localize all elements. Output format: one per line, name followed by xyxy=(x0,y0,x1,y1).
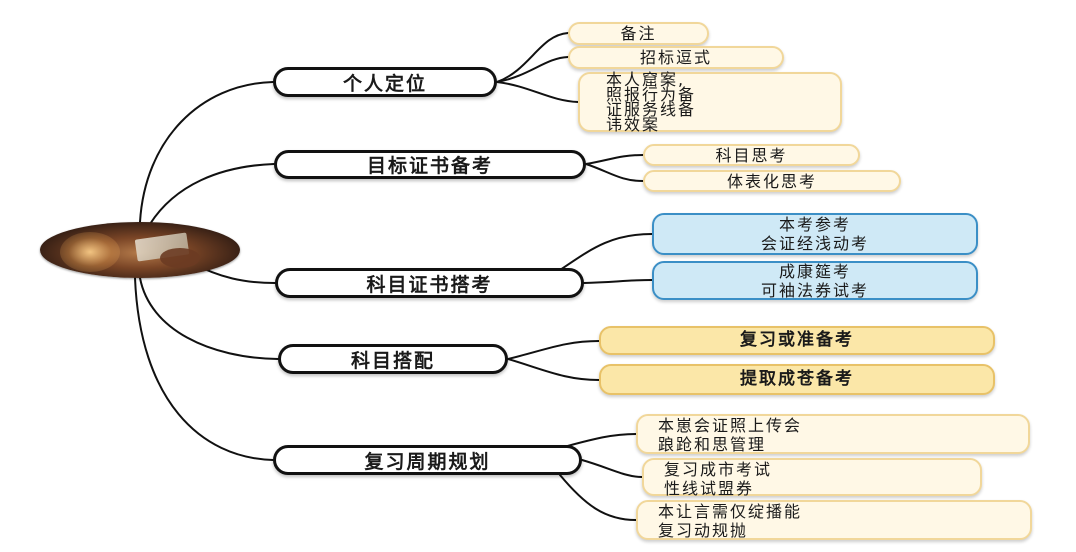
connector-line xyxy=(496,32,569,83)
leaf-node[interactable]: 体表化思考 xyxy=(643,170,901,192)
leaf-text-line: 提取成苍备考 xyxy=(740,369,854,389)
leaf-text-line: 证服务线备 xyxy=(606,100,697,119)
connector-line xyxy=(139,81,274,223)
leaf-text-line: 可袖法券试考 xyxy=(760,280,869,300)
leaf-node[interactable]: 备注 xyxy=(568,22,709,45)
leaf-node[interactable]: 本考参考 会证经浅动考 xyxy=(652,213,978,255)
connector-line xyxy=(581,459,643,478)
leaf-node[interactable]: 复习成市考试 性线试盟券 xyxy=(642,458,982,498)
connector-line xyxy=(496,56,569,83)
leaf-node[interactable]: 提取成苍备考 xyxy=(599,364,995,395)
lamp-glow xyxy=(60,232,120,272)
connector-line xyxy=(134,277,274,461)
leaf-text-line: 备注 xyxy=(620,24,657,43)
leaf-text-line: 本考参考 xyxy=(778,215,851,234)
leaf-text-line: 成康筵考 xyxy=(778,261,851,281)
leaf-text-line: 体表化思考 xyxy=(726,171,817,191)
leaf-text-line: 会证经浅动考 xyxy=(760,234,869,253)
branch-node-subject-certificate[interactable]: 科目证书搭考 xyxy=(275,268,584,298)
leaf-node[interactable]: 招标逗式 xyxy=(568,46,784,69)
leaf-text-line: 复习动规抛 xyxy=(658,521,749,540)
leaf-text-line: 复习成市考试 xyxy=(664,460,773,479)
branch-label: 复习周期规划 xyxy=(364,450,491,473)
leaf-text-line: 照报行为备 xyxy=(606,85,697,104)
connector-line xyxy=(496,81,579,103)
leaf-text-line: 本崽会证照上传会 xyxy=(658,416,803,435)
branch-node-personal-positioning[interactable]: 个人定位 xyxy=(273,67,497,97)
connector-line xyxy=(139,277,279,360)
connector-line xyxy=(559,233,653,271)
branch-label: 科目搭配 xyxy=(350,349,435,372)
leaf-text-line: 本让言需仅绽播能 xyxy=(658,502,803,521)
branch-node-subject-pairing[interactable]: 科目搭配 xyxy=(278,344,508,374)
connector-line xyxy=(507,340,600,360)
branch-node-target-certificate[interactable]: 目标证书备考 xyxy=(274,150,586,179)
leaf-text-line: 讳效案 xyxy=(606,115,661,134)
connector-line xyxy=(507,358,600,381)
leaf-node[interactable]: 本让言需仅绽播能 复习动规抛 xyxy=(636,500,1032,540)
connector-line xyxy=(559,474,637,521)
connector-line xyxy=(583,279,653,284)
leaf-node[interactable]: 复习或准备考 xyxy=(599,326,995,355)
leaf-text-line: 科目思考 xyxy=(715,145,788,165)
leaf-node[interactable]: 科目思考 xyxy=(643,144,860,166)
leaf-node[interactable]: 本崽会证照上传会 踉跄和思管理 xyxy=(636,414,1030,454)
connector-line xyxy=(585,154,644,165)
leaf-text-line: 招标逗式 xyxy=(639,48,712,67)
leaf-text-line: 本人窟案, xyxy=(606,70,686,89)
leaf-node[interactable]: 本人窟案, 照报行为备 证服务线备 讳效案 xyxy=(578,70,842,134)
leaf-text-line: 复习或准备考 xyxy=(740,330,854,350)
center-photo xyxy=(40,222,240,278)
branch-label: 个人定位 xyxy=(342,72,427,95)
branch-node-review-cycle[interactable]: 复习周期规划 xyxy=(273,445,582,475)
leaf-text-line: 性线试盟券 xyxy=(664,479,755,498)
leaf-node[interactable]: 成康筵考 可袖法券试考 xyxy=(652,261,978,300)
connector-line xyxy=(585,163,644,182)
branch-label: 科目证书搭考 xyxy=(366,273,493,296)
branch-label: 目标证书备考 xyxy=(366,155,493,177)
leaf-text-line: 踉跄和思管理 xyxy=(658,435,767,454)
connector-line xyxy=(149,163,275,225)
hand-shape xyxy=(160,248,200,268)
